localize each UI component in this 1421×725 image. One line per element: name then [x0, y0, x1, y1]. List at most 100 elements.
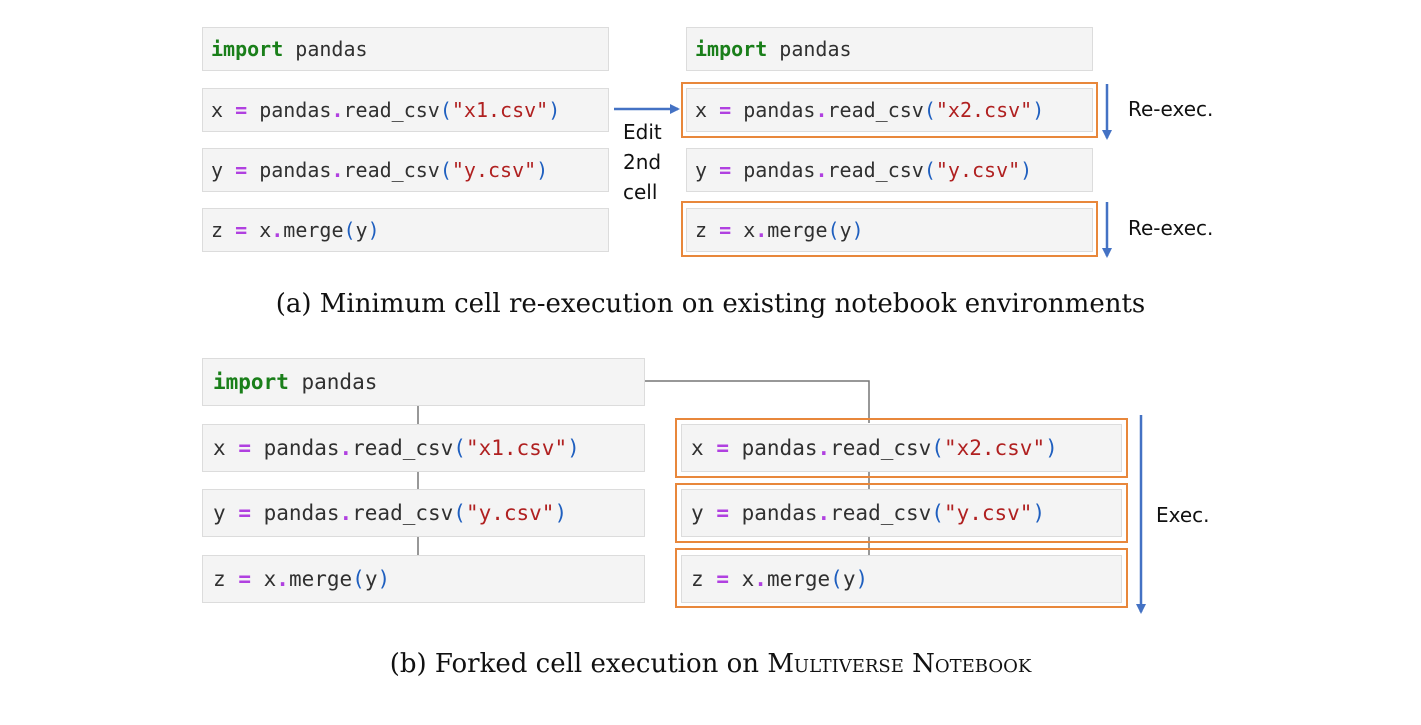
paren: ) — [851, 218, 864, 242]
variable: y — [213, 501, 226, 525]
function-name: merge — [288, 567, 353, 591]
code-cell[interactable]: y = pandas.read_csv("y.csv") — [686, 148, 1093, 192]
edit-note-line: 2nd — [623, 150, 662, 174]
function-name: merge — [767, 218, 828, 242]
function-name: merge — [283, 218, 344, 242]
operator: . — [331, 98, 344, 122]
operator: . — [271, 218, 284, 242]
code-cell[interactable]: x = pandas.read_csv("x2.csv") — [681, 424, 1122, 472]
argument: "y.csv" — [943, 501, 1033, 525]
cell-code: y = pandas.read_csv("y.csv") — [213, 501, 567, 525]
paren: ( — [830, 567, 843, 591]
variable: x — [695, 98, 708, 122]
space — [251, 436, 264, 460]
code-cell[interactable]: y = pandas.read_csv("y.csv") — [681, 489, 1122, 537]
operator: . — [331, 158, 344, 182]
operator: . — [815, 98, 828, 122]
space — [223, 218, 235, 242]
paren: ( — [923, 98, 936, 122]
exec-label: Exec. — [1156, 503, 1210, 527]
operator: . — [817, 501, 831, 525]
cell-code: z = x.merge(y) — [695, 218, 864, 242]
caption-b-prefix: (b) Forked cell execution on — [389, 649, 768, 679]
reexec-label: Re-exec. — [1128, 216, 1214, 240]
edit-note-line: cell — [623, 180, 658, 204]
cell-code: z = x.merge(y) — [213, 567, 390, 591]
operator: . — [817, 436, 831, 460]
paren: ( — [931, 501, 944, 525]
object: pandas — [743, 158, 816, 182]
space — [247, 218, 259, 242]
module-name: pandas — [767, 37, 852, 61]
code-cell[interactable]: x = pandas.read_csv("x1.csv") — [202, 424, 645, 472]
object: pandas — [263, 501, 340, 525]
operator: . — [754, 567, 767, 591]
variable: x — [213, 436, 226, 460]
operator: = — [235, 158, 248, 182]
paren: ( — [453, 501, 466, 525]
operator: = — [235, 98, 248, 122]
paren: ( — [343, 218, 356, 242]
connector-fork — [644, 380, 870, 423]
cell-code: x = pandas.read_csv("x2.csv") — [695, 98, 1044, 122]
cell-code: z = x.merge(y) — [691, 567, 868, 591]
function-name: read_csv — [343, 158, 440, 182]
object: x — [263, 567, 277, 591]
operator: = — [719, 218, 732, 242]
paren: ) — [1045, 436, 1058, 460]
operator: = — [238, 501, 251, 525]
code-cell[interactable]: y = pandas.read_csv("y.csv") — [202, 148, 609, 192]
cell-code: import pandas — [695, 37, 852, 61]
variable: z — [211, 218, 224, 242]
code-cell[interactable]: x = pandas.read_csv("x2.csv") — [686, 88, 1093, 132]
object: x — [743, 218, 756, 242]
paren: ( — [439, 98, 452, 122]
paren: ) — [567, 436, 580, 460]
operator: . — [815, 158, 828, 182]
paren: ) — [377, 567, 391, 591]
paren: ) — [1032, 501, 1046, 525]
code-cell[interactable]: y = pandas.read_csv("y.csv") — [202, 489, 645, 537]
module-name: pandas — [288, 370, 378, 394]
argument: "x2.csv" — [935, 98, 1033, 122]
operator: = — [716, 501, 729, 525]
space — [251, 501, 264, 525]
paren: ( — [453, 436, 466, 460]
keyword: import — [213, 370, 289, 394]
code-cell[interactable]: z = x.merge(y) — [686, 208, 1093, 252]
object: x — [259, 218, 272, 242]
argument: y — [842, 567, 856, 591]
operator: . — [339, 436, 353, 460]
code-cell[interactable]: z = x.merge(y) — [202, 208, 609, 252]
argument: y — [355, 218, 368, 242]
caption-b: (b) Forked cell execution on Multiverse … — [0, 649, 1421, 679]
argument: y — [839, 218, 852, 242]
operator: = — [716, 436, 729, 460]
code-cell[interactable]: x = pandas.read_csv("x1.csv") — [202, 88, 609, 132]
object: pandas — [263, 436, 340, 460]
variable: y — [211, 158, 224, 182]
caption-a: (a) Minimum cell re-execution on existin… — [275, 289, 1146, 319]
function-name: read_csv — [827, 158, 924, 182]
variable: x — [211, 98, 224, 122]
operator: = — [238, 567, 251, 591]
object: pandas — [259, 98, 332, 122]
variable: y — [691, 501, 704, 525]
reexec-label: Re-exec. — [1128, 97, 1214, 121]
operator: = — [235, 218, 248, 242]
paren: ( — [352, 567, 365, 591]
edit-note: Edit 2nd cell — [623, 117, 662, 207]
code-cell[interactable]: z = x.merge(y) — [202, 555, 645, 603]
paren: ) — [367, 218, 380, 242]
space — [226, 501, 239, 525]
code-cell[interactable]: import pandas — [202, 27, 609, 71]
space — [251, 567, 264, 591]
exec-highlight-3 — [675, 548, 1128, 608]
code-cell[interactable]: z = x.merge(y) — [681, 555, 1122, 603]
code-cell[interactable]: import pandas — [202, 358, 645, 406]
operator: . — [339, 501, 353, 525]
reexec-highlight-1 — [681, 82, 1098, 138]
code-cell[interactable]: import pandas — [686, 27, 1093, 71]
cell-code: import pandas — [211, 37, 368, 61]
operator: = — [716, 567, 729, 591]
